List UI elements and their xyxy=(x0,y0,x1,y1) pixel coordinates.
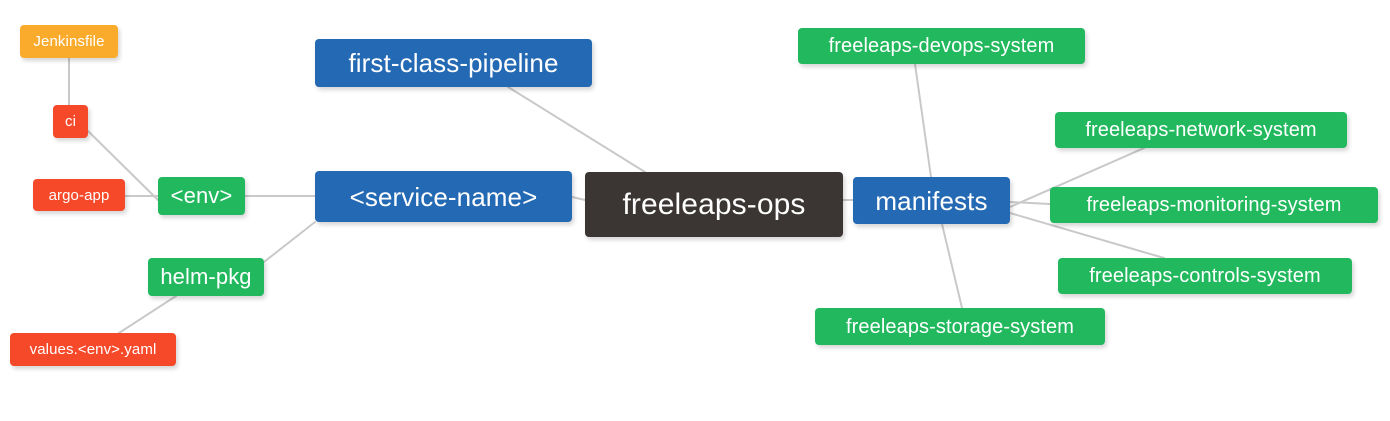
edge-helm-pkg-to-values-env-yaml xyxy=(118,295,177,334)
mindmap-node-values-env-yaml[interactable]: values.<env>.yaml xyxy=(10,333,176,366)
node-label: first-class-pipeline xyxy=(348,48,559,78)
mindmap-node-helm-pkg[interactable]: helm-pkg xyxy=(148,258,264,296)
mindmap-node-argo-app[interactable]: argo-app xyxy=(33,179,125,211)
node-label: Jenkinsfile xyxy=(33,33,105,50)
node-label: freeleaps-devops-system xyxy=(828,35,1055,57)
edge-service-name-to-freeleaps-ops xyxy=(571,196,586,201)
node-label: manifests xyxy=(875,185,988,216)
node-label: freeleaps-storage-system xyxy=(845,315,1075,338)
node-label: <env> xyxy=(170,183,233,208)
mindmap-node-service-name[interactable]: <service-name> xyxy=(315,171,572,222)
mindmap-node-manifests[interactable]: manifests xyxy=(853,177,1010,224)
mindmap-node-freeleaps-network-system[interactable]: freeleaps-network-system xyxy=(1055,112,1347,148)
mindmap-node-freeleaps-monitoring-system[interactable]: freeleaps-monitoring-system xyxy=(1050,187,1378,223)
node-label: ci xyxy=(64,113,77,130)
mindmap-node-env[interactable]: <env> xyxy=(158,177,245,215)
mindmap-node-freeleaps-storage-system[interactable]: freeleaps-storage-system xyxy=(815,308,1105,345)
node-label: freeleaps-monitoring-system xyxy=(1086,194,1342,216)
node-label: freeleaps-controls-system xyxy=(1089,265,1321,287)
edge-manifests-to-freeleaps-devops-system xyxy=(914,63,932,178)
edge-manifests-to-freeleaps-monitoring-system xyxy=(1009,201,1051,205)
node-label: argo-app xyxy=(48,186,110,204)
mindmap-node-freeleaps-ops[interactable]: freeleaps-ops xyxy=(585,172,843,237)
edge-service-name-to-helm-pkg xyxy=(263,221,316,263)
mindmap-node-Jenkinsfile[interactable]: Jenkinsfile xyxy=(20,25,118,58)
node-label: helm-pkg xyxy=(160,264,252,289)
node-label: freeleaps-ops xyxy=(622,187,806,221)
mindmap-node-ci[interactable]: ci xyxy=(53,105,88,138)
edge-manifests-to-freeleaps-storage-system xyxy=(941,223,963,309)
mindmap-node-freeleaps-controls-system[interactable]: freeleaps-controls-system xyxy=(1058,258,1352,294)
node-label: <service-name> xyxy=(349,181,538,212)
node-label: values.<env>.yaml xyxy=(29,341,157,358)
mindmap-node-first-class-pipeline[interactable]: first-class-pipeline xyxy=(315,39,592,87)
edge-first-class-pipeline-to-freeleaps-ops xyxy=(507,86,646,173)
mindmap-node-freeleaps-devops-system[interactable]: freeleaps-devops-system xyxy=(798,28,1085,64)
node-label: freeleaps-network-system xyxy=(1085,119,1317,141)
